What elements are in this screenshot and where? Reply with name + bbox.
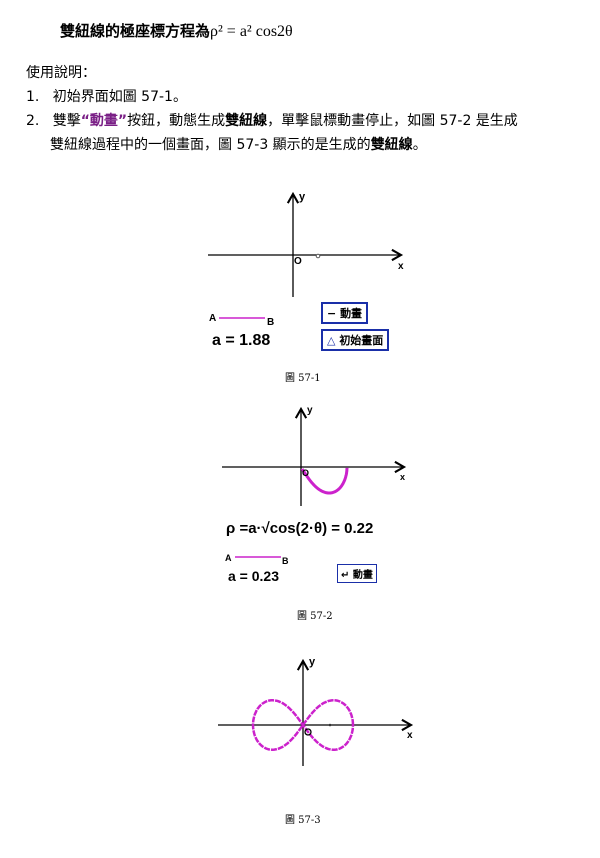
- point-a-label: A: [209, 313, 217, 324]
- a-value: a = 0.23: [228, 568, 279, 584]
- figure-caption: 圖 57-2: [297, 611, 333, 622]
- x-label: x: [407, 730, 413, 741]
- reset-button[interactable]: △ 初始畫面: [321, 329, 390, 351]
- origin-label: O: [302, 468, 310, 478]
- instruction-item-2: 2. 雙擊“動畫”按鈕，動態生成雙紐線，單擊鼠標動畫停止，如圖 57-2 是生成: [26, 113, 518, 129]
- x-label: x: [398, 261, 404, 272]
- animate-button[interactable]: − 動畫: [321, 302, 369, 324]
- point-marker: [315, 253, 321, 259]
- instructions-heading: 使用說明：: [26, 65, 96, 81]
- lemniscate-curve: [251, 699, 355, 751]
- point-b-label: B: [282, 556, 289, 566]
- minus-icon: −: [327, 307, 337, 320]
- x-label: x: [400, 472, 406, 482]
- point-b-label: B: [267, 317, 275, 328]
- y-label: y: [299, 191, 306, 203]
- origin-label: O: [294, 256, 302, 267]
- y-label: y: [309, 656, 316, 668]
- animate-button[interactable]: ↵ 動畫: [337, 564, 377, 583]
- instruction-item-2-cont: 雙紐線過程中的一個畫面，圖 57-3 顯示的是生成的雙紐線。: [50, 137, 427, 153]
- triangle-icon: △: [327, 334, 336, 347]
- instruction-item-1: 1. 初始界面如圖 57-1。: [26, 89, 187, 105]
- formula: ρ =a·√cos(2·θ) = 0.22: [226, 520, 374, 537]
- page-title: 雙紐線的極座標方程為ρ² = a² cos2θ: [60, 22, 293, 40]
- figure-caption: 圖 57-1: [285, 373, 321, 384]
- tracer-point: [304, 728, 312, 736]
- point-a-label: A: [225, 553, 232, 563]
- a-value: a = 1.88: [212, 332, 271, 349]
- y-label: y: [307, 405, 313, 416]
- focus-point: [328, 723, 332, 727]
- play-icon: ↵: [341, 570, 350, 581]
- figure-caption: 圖 57-3: [285, 815, 321, 826]
- lemniscate-partial-curve: [300, 467, 349, 495]
